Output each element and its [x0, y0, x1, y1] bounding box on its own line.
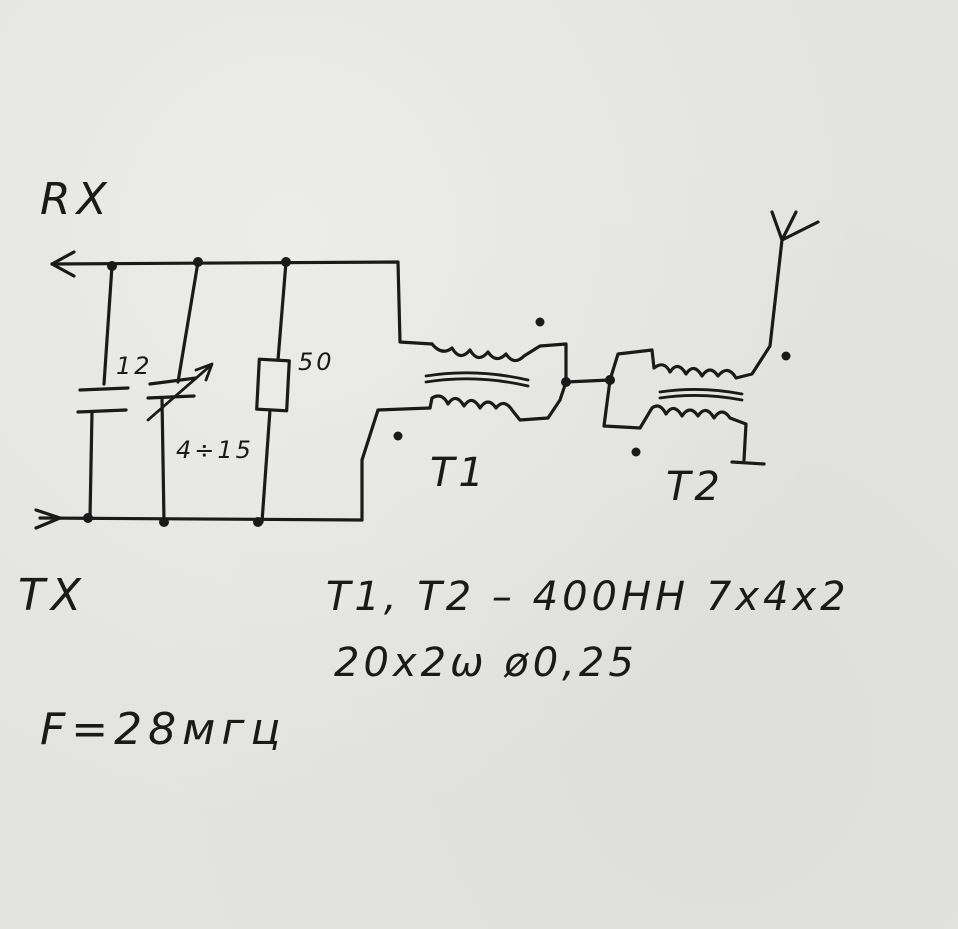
rx-label: RX: [40, 174, 113, 225]
t2-label: T2: [666, 464, 724, 510]
capacitor-c1: [76, 264, 130, 520]
transformer-t2: [602, 238, 784, 462]
ground-icon: [730, 460, 766, 466]
tx-bus-wire: [34, 406, 432, 530]
frequency-note: F=28мгц: [40, 704, 286, 755]
resistor-value-label: 50: [298, 348, 335, 376]
transformer-spec-note: T1, T2 – 400HH 7x4x2: [326, 574, 850, 620]
junction-nodes: [83, 257, 615, 527]
t1-t2-link-wire: [564, 378, 612, 384]
trimmer-capacitor-c2: [146, 260, 214, 524]
winding-spec-note: 20x2ω ø0,25: [334, 640, 638, 686]
c2-value-label: 4÷15: [176, 436, 254, 464]
t1-label: T1: [430, 450, 488, 496]
resistor-50: [255, 260, 291, 524]
tx-label: TX: [18, 570, 87, 621]
antenna-icon: [770, 210, 820, 242]
c1-value-label: 12: [116, 352, 153, 380]
rx-bus-wire: [50, 250, 434, 346]
winding-dots: [393, 317, 791, 457]
transformer-t1: [424, 342, 568, 422]
